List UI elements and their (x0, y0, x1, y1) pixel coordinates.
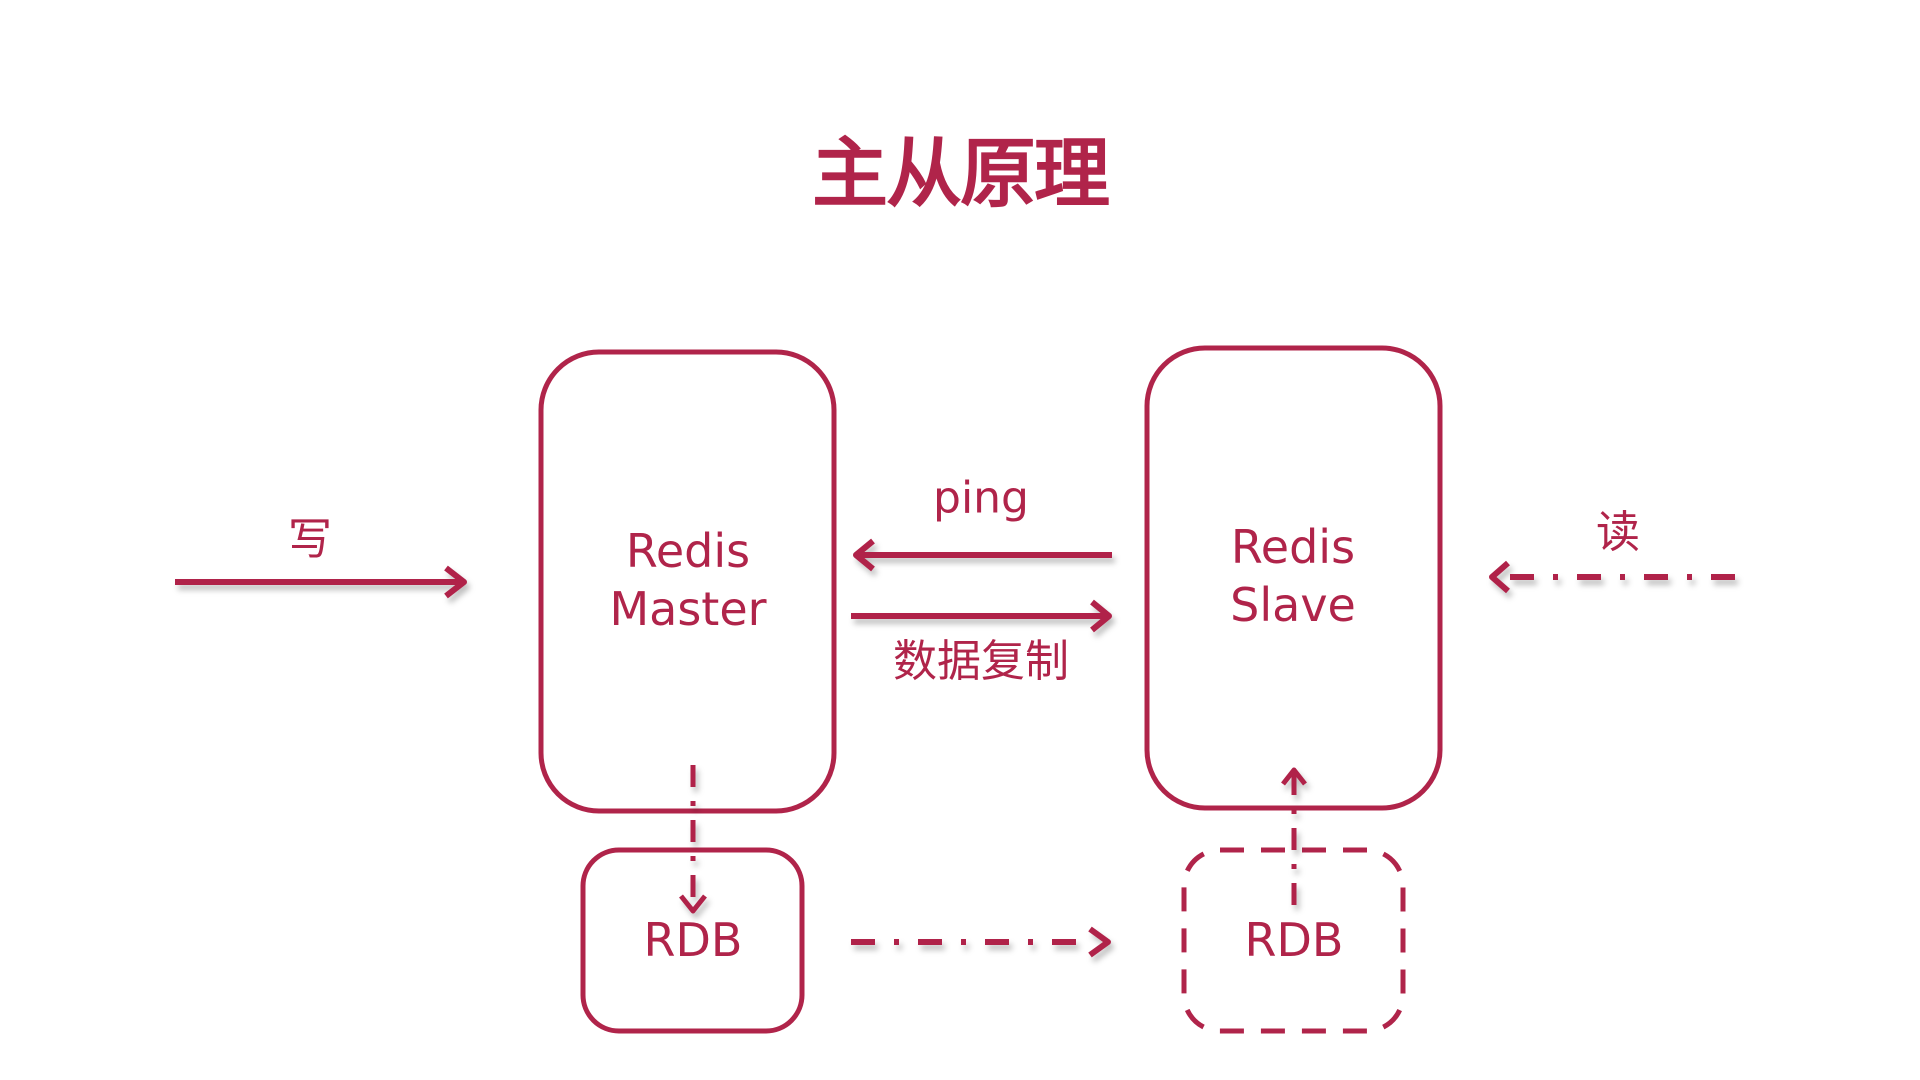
rdb-to-slave-arrow (1281, 767, 1307, 906)
slave-rdb-label: RDB (1244, 913, 1344, 967)
write-arrow (175, 565, 467, 599)
ping-arrow (853, 538, 1112, 572)
read-label: 读 (1596, 507, 1640, 558)
redis-master-label-line1: Redis (625, 524, 751, 578)
redis-master-label-line2: Master (609, 582, 767, 636)
read-arrow (1489, 560, 1752, 594)
ping-label: ping (933, 472, 1029, 524)
redis-slave-node (1144, 345, 1443, 811)
slave-rdb-node (1181, 847, 1406, 1034)
redis-slave-label-line2: Slave (1230, 578, 1356, 632)
replication-arrow (851, 599, 1112, 633)
master-to-rdb-arrow (679, 765, 707, 914)
redis-master-label: Redis Master (609, 522, 766, 638)
redis-slave-label: Redis Slave (1230, 518, 1356, 634)
page-title: 主从原理 (812, 129, 1110, 218)
rdb-transfer-arrow (851, 926, 1111, 958)
write-label: 写 (288, 514, 332, 565)
master-rdb-node (580, 847, 805, 1034)
replication-label: 数据复制 (893, 636, 1069, 687)
redis-slave-label-line1: Redis (1230, 520, 1356, 574)
redis-master-node (538, 349, 837, 814)
master-rdb-label: RDB (643, 913, 743, 967)
